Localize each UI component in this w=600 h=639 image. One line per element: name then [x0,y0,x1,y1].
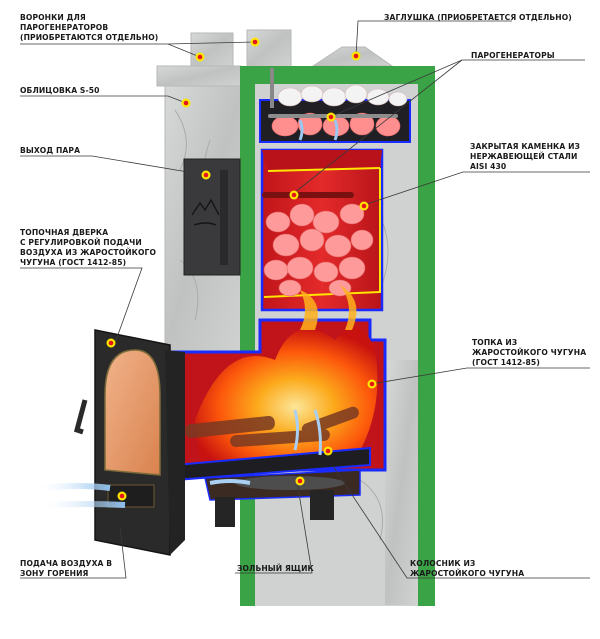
fire-door [73,329,185,556]
label-closed-heater: ЗАКРЫТАЯ КАМЕНКА ИЗ НЕРЖАВЕЮЩЕЙ СТАЛИ AI… [470,142,581,171]
marker-grate [323,446,333,456]
label-plug: ЗАГЛУШКА (ПРИОБРЕТАЕТСЯ ОТДЕЛЬНО) [384,13,572,22]
cladding-right [385,360,418,605]
marker-steam-gen-top [326,112,336,122]
funnel-right [246,29,292,68]
marker-funnel-right [250,37,260,47]
markers [106,37,377,501]
marker-cladding [181,98,191,108]
steam-generator-pipe-lower [262,192,354,198]
ash-pile [235,476,345,490]
label-fire-door: ТОПОЧНАЯ ДВЕРКА С РЕГУЛИРОВКОЙ ПОДАЧИ ВО… [20,228,157,267]
label-steam-generators: ПАРОГЕНЕРАТОРЫ [471,51,555,60]
steam-tube [270,68,274,108]
air-flow-arrows [39,409,322,508]
marker-ash-box [295,476,305,486]
label-ash-box: ЗОЛЬНЫЙ ЯЩИК [237,564,314,573]
firewood [185,406,359,448]
air-damper [107,484,155,508]
label-firebox: ТОПКА ИЗ ЖАРОСТОЙКОГО ЧУГУНА (ГОСТ 1412-… [472,338,587,367]
door-glass [104,349,161,476]
label-funnels: ВОРОНКИ ДЛЯ ПАРОГЕНЕРАТОРОВ (ПРИОБРЕТАЮТ… [20,13,159,42]
marker-air-supply [117,491,127,501]
marker-closed-heater [359,201,369,211]
marker-steam-gen-lower [289,190,299,200]
marker-funnel-left [195,52,205,62]
label-air-supply: ПОДАЧА ВОЗДУХА В ЗОНУ ГОРЕНИЯ [20,559,113,578]
closed-heater [260,119,384,312]
marker-plug [351,51,361,61]
marker-firebox [367,379,377,389]
label-cladding: ОБЛИЦОВКА S-50 [20,86,100,95]
leader-lines [20,20,590,579]
stove-leg-left [215,497,235,527]
marker-steam-outlet [201,170,211,180]
door-handle [73,399,88,435]
marker-fire-door [106,338,116,348]
label-grate: КОЛОСНИК ИЗ ЖАРОСТОЙКОГО ЧУГУНА [410,559,525,578]
label-steam-outlet: ВЫХОД ПАРА [20,146,81,155]
funnel-left [190,32,234,68]
stove-leg-right [310,490,334,520]
firebox [168,285,387,527]
steam-outlet-door [183,158,241,276]
